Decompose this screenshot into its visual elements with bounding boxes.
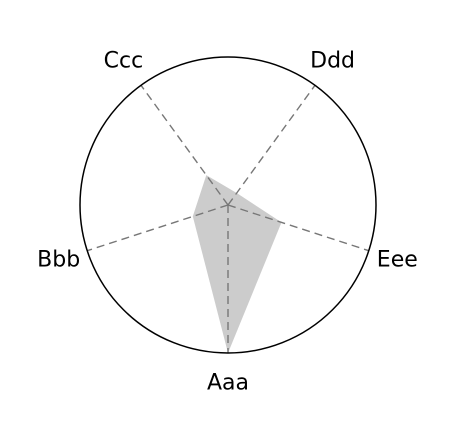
- axis-label-bbb: Bbb: [37, 248, 80, 273]
- axis-label-ccc: Ccc: [104, 49, 144, 74]
- spoke-ccc: [140, 84, 229, 206]
- spoke-eee: [227, 204, 370, 252]
- outer-ring: [79, 56, 377, 354]
- series-layer: [192, 175, 282, 353]
- series-polygon-0: [192, 175, 282, 353]
- spoke-layer: [86, 84, 370, 353]
- spoke-bbb: [86, 204, 229, 252]
- axis-label-aaa: Aaa: [207, 371, 249, 396]
- axis-label-eee: Eee: [377, 248, 418, 273]
- spoke-ddd: [227, 84, 316, 206]
- axis-label-ddd: Ddd: [310, 49, 355, 74]
